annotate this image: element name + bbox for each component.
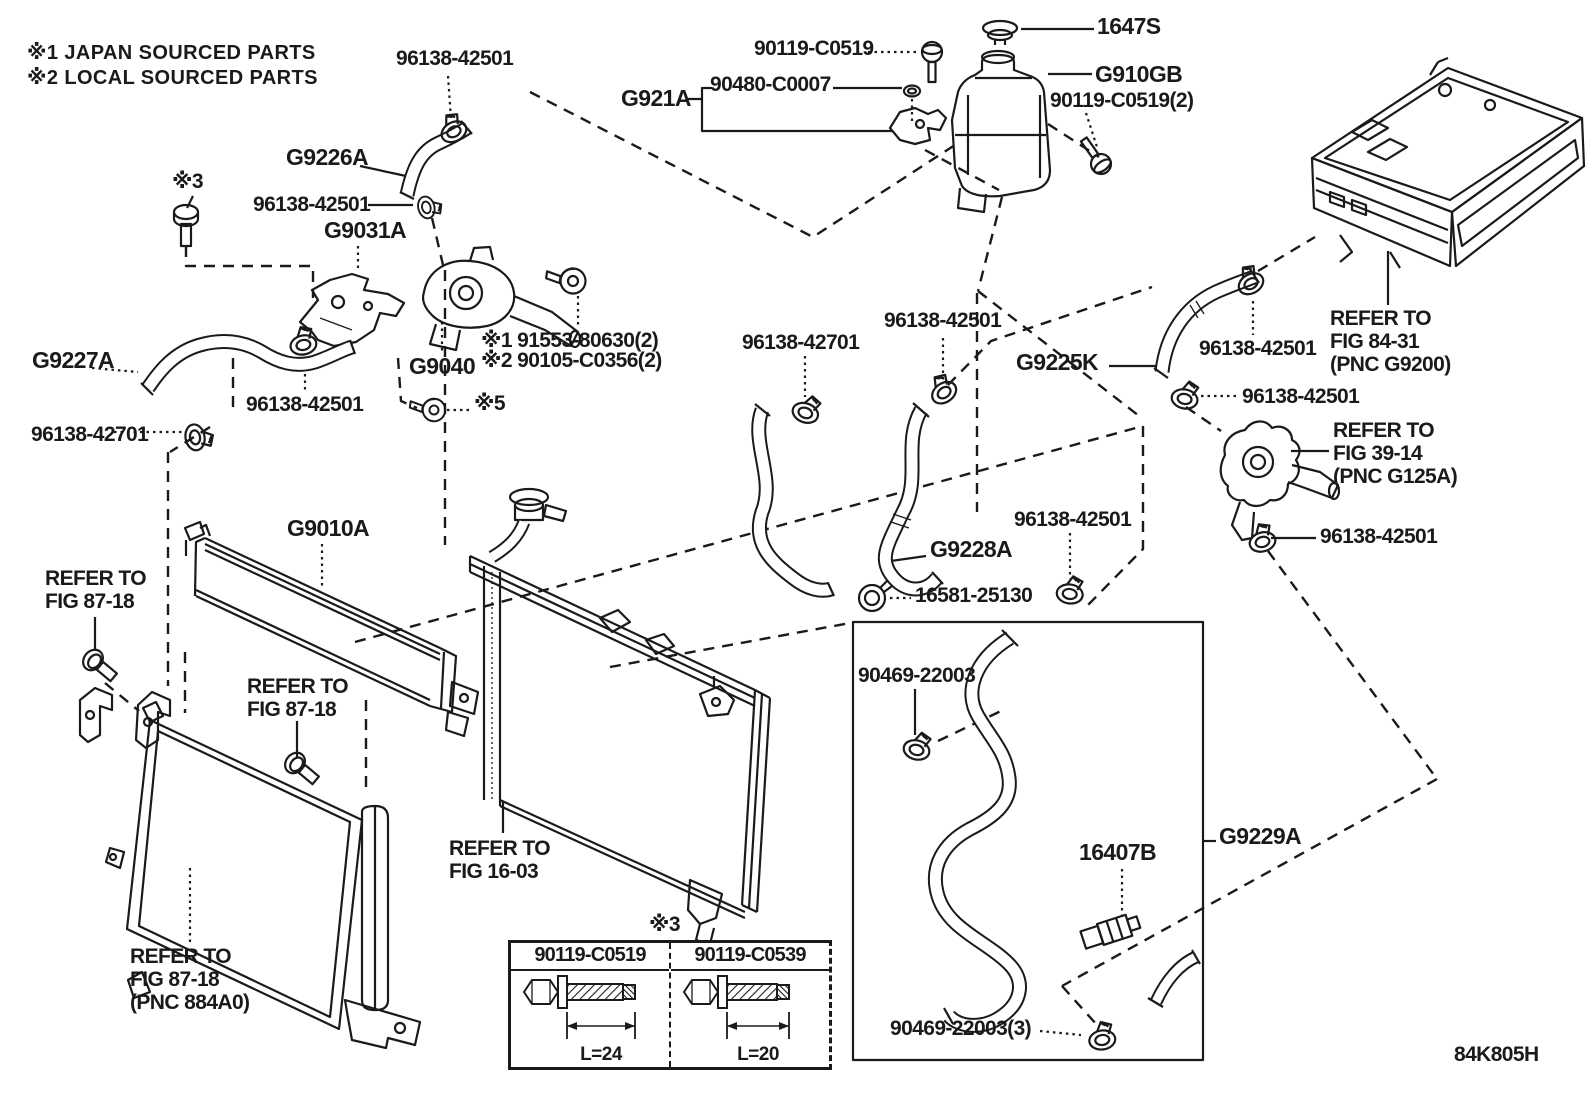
page-code-label: 84K805H — [1454, 1043, 1539, 1066]
reservoir-tank-g910gb — [950, 49, 1052, 214]
part-g921a-label: G921A — [621, 85, 691, 111]
bolt-drawing-l24: L=24 — [522, 975, 636, 1065]
clamp-96138-42501-g9227a-label: 96138-42501 — [246, 393, 364, 416]
grommet-90480-c0007-icon — [902, 84, 922, 98]
clamp-90469-22003-3-label: 90469-22003(3) — [890, 1017, 1032, 1040]
screw-90119-c0519-label: 90119-C0519 — [754, 37, 874, 60]
ref-fig-16-03-label: REFER TO FIG 16-03 — [449, 837, 551, 883]
hose-g9225k — [1153, 268, 1260, 379]
valve-16407b-label: 16407B — [1079, 839, 1157, 865]
fasteners — [77, 203, 589, 790]
radiator-g9010a — [183, 520, 480, 738]
clamp-90469-22003-label: 90469-22003 — [858, 664, 976, 687]
part-g9040-label: G9040 — [409, 353, 476, 379]
bolt-drawing-l20: L=20 — [682, 975, 790, 1065]
note-japan-sourced-label: ※1 JAPAN SOURCED PARTS — [27, 42, 316, 64]
bracket-g921a — [888, 106, 948, 146]
solid-leader-lines — [93, 27, 1390, 843]
hose-group-g9229a — [851, 620, 1205, 1062]
marker-5-screw-label: ※5 — [474, 392, 506, 415]
reservoir-cap-1647s — [981, 19, 1019, 45]
bolt-length-label-1: L=24 — [580, 1044, 623, 1065]
marker-3-table-label: ※3 — [649, 913, 681, 936]
pump-g9040 — [421, 245, 582, 352]
clamp-96138-42501-inlet-label: 96138-42501 — [1242, 385, 1360, 408]
ref-fig-87-18-pnc-884a0-label: REFER TO FIG 87-18 (PNC 884A0) — [130, 945, 250, 1014]
cap-1647s-label: 1647S — [1097, 13, 1161, 39]
bolt-cell-1: L=24 — [511, 971, 669, 1067]
part-g9228a-label: G9228A — [930, 536, 1013, 562]
bolt-91553-80630-label: ※1 91553-80630(2) — [481, 329, 659, 352]
bolt-part-header-1: 90119-C0519 — [511, 943, 669, 971]
bolt-spec-col-2: 90119-C0539 L=20 — [669, 943, 829, 1067]
water-inlet-fig-39-14 — [1219, 420, 1341, 542]
clamp-96138-42501-box-label: 96138-42501 — [1014, 508, 1132, 531]
bolt-part-header-2: 90119-C0539 — [671, 943, 829, 971]
clamp-96138-42701-g9227a-label: 96138-42701 — [31, 423, 149, 446]
clamp-96138-42501-g9228a-label: 96138-42501 — [884, 309, 1002, 332]
marker-3-bolt-label: ※3 — [172, 170, 204, 193]
hose-g9228a-pair — [751, 402, 944, 598]
part-g9227a-label: G9227A — [32, 347, 115, 373]
bolt-90105-c0356-label: ※2 90105-C0356(2) — [481, 349, 662, 372]
clamp-96138-42501-g9226a-label: 96138-42501 — [396, 47, 514, 70]
clip-16581-25130 — [857, 579, 893, 613]
condenser-884a0 — [78, 686, 422, 1050]
clamp-96138-42701-g9228a-label: 96138-42701 — [742, 331, 860, 354]
ref-fig-39-14-label: REFER TO FIG 39-14 (PNC G125A) — [1333, 419, 1458, 488]
hose-g9227a — [140, 333, 357, 396]
valve-16407b-icon — [1079, 913, 1142, 950]
part-g9031a-label: G9031A — [324, 217, 407, 243]
clamp-96138-42501-g9225k-label: 96138-42501 — [1199, 337, 1317, 360]
bolt-marker3-icon — [172, 203, 200, 248]
note-local-sourced-label: ※2 LOCAL SOURCED PARTS — [27, 67, 318, 89]
bolt-spec-col-1: 90119-C0519 L=24 — [511, 943, 669, 1067]
part-g9010a-label: G9010A — [287, 515, 370, 541]
grommet-90480-c0007-label: 90480-C0007 — [710, 73, 831, 96]
clamp-96138-42501-right-label: 96138-42501 — [1320, 525, 1438, 548]
ref-fig-84-31-label: REFER TO FIG 84-31 (PNC G9200) — [1330, 307, 1451, 376]
part-g9226a-label: G9226A — [286, 144, 369, 170]
ref-fig-87-18-mid-label: REFER TO FIG 87-18 — [247, 675, 349, 721]
clamp-96138-42501-g9031a-label: 96138-42501 — [253, 193, 371, 216]
screw-90119-c0519-2-label: 90119-C0519(2) — [1050, 89, 1194, 112]
ref-fig-87-18-left-label: REFER TO FIG 87-18 — [45, 567, 147, 613]
bolt-cell-2: L=20 — [671, 971, 829, 1067]
part-g910gb-label: G910GB — [1095, 61, 1183, 87]
inverter-assembly — [1310, 56, 1586, 269]
part-g9225k-label: G9225K — [1016, 349, 1099, 375]
bolt-spec-table: 90119-C0519 L=24 90119-C0539 — [508, 940, 832, 1070]
part-g9229a-label: G9229A — [1219, 823, 1302, 849]
clamp-16581-25130-label: 16581-25130 — [915, 584, 1033, 607]
bolt-length-label-2: L=20 — [737, 1044, 779, 1065]
dotted-leader-lines — [91, 50, 1255, 1037]
